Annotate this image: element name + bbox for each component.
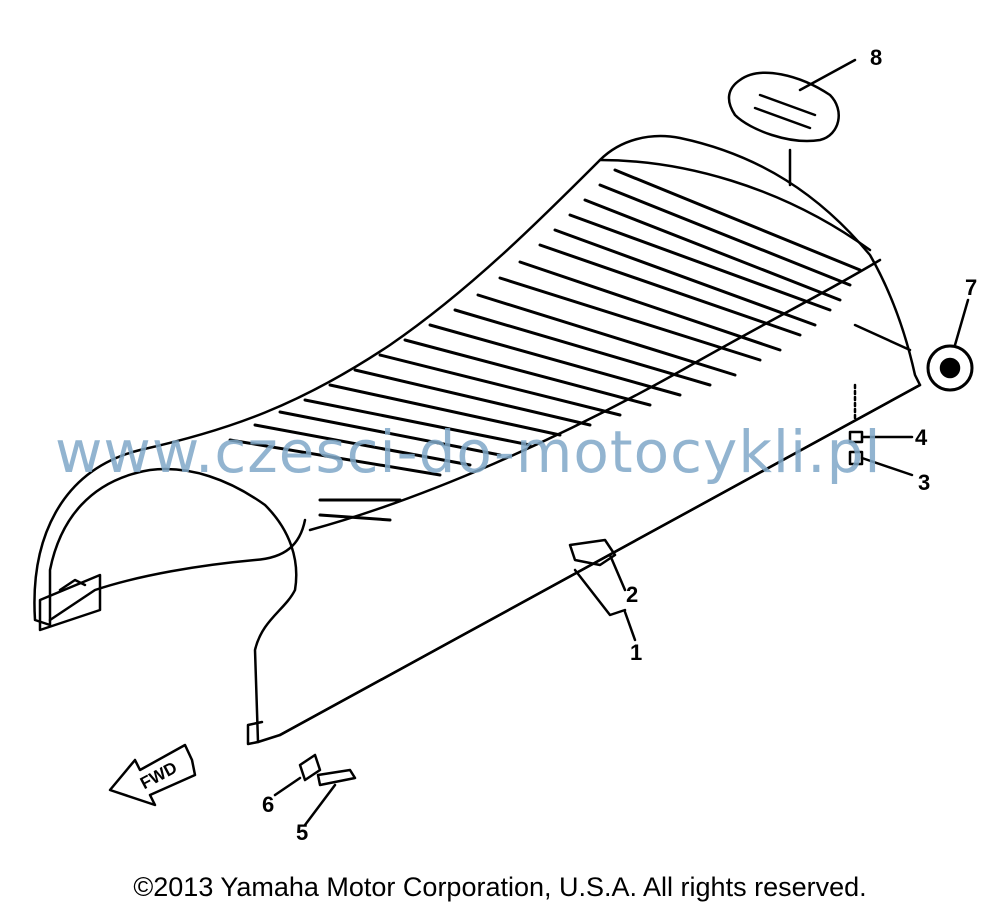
part-7-grommet [926,344,974,392]
bracket-detail [58,578,87,592]
callout-6: 6 [262,792,274,817]
leader-1 [623,610,637,642]
seat-side-edge [308,258,882,532]
callout-1: 1 [630,640,642,665]
callout-8: 8 [870,45,882,70]
copyright-notice: ©2013 Yamaha Motor Corporation, U.S.A. A… [133,872,867,902]
rear-bracket [246,720,264,746]
seat-front-underside [48,518,307,622]
seat-rear-top-edge [598,158,872,252]
callout-3: 3 [918,470,930,495]
leader-8b [798,58,857,92]
seat-pan-edge [278,383,922,737]
grommet-center [939,357,961,379]
part-5-bolt [316,768,357,787]
part-6-collar [298,753,322,782]
leader-3 [860,456,914,477]
leader-6 [273,776,302,797]
callout-5: 5 [296,820,308,845]
part-4-nut [848,430,864,444]
rear-side-line [853,323,912,352]
fwd-arrow [108,743,197,807]
callout-2: 2 [626,582,638,607]
part-2-bracket [568,538,617,567]
part-8-emblem [727,71,840,143]
leader-5 [303,783,337,827]
fwd-label: FWD [137,758,180,793]
callout-4: 4 [915,425,928,450]
callout-7: 7 [965,275,977,300]
leader-2 [608,553,627,592]
leader-7 [953,298,970,347]
front-bracket [38,573,102,632]
part-1-hinge [573,568,627,617]
seat-pleats [228,168,862,522]
part-3-washer [848,450,864,466]
seat-outline [33,134,922,744]
